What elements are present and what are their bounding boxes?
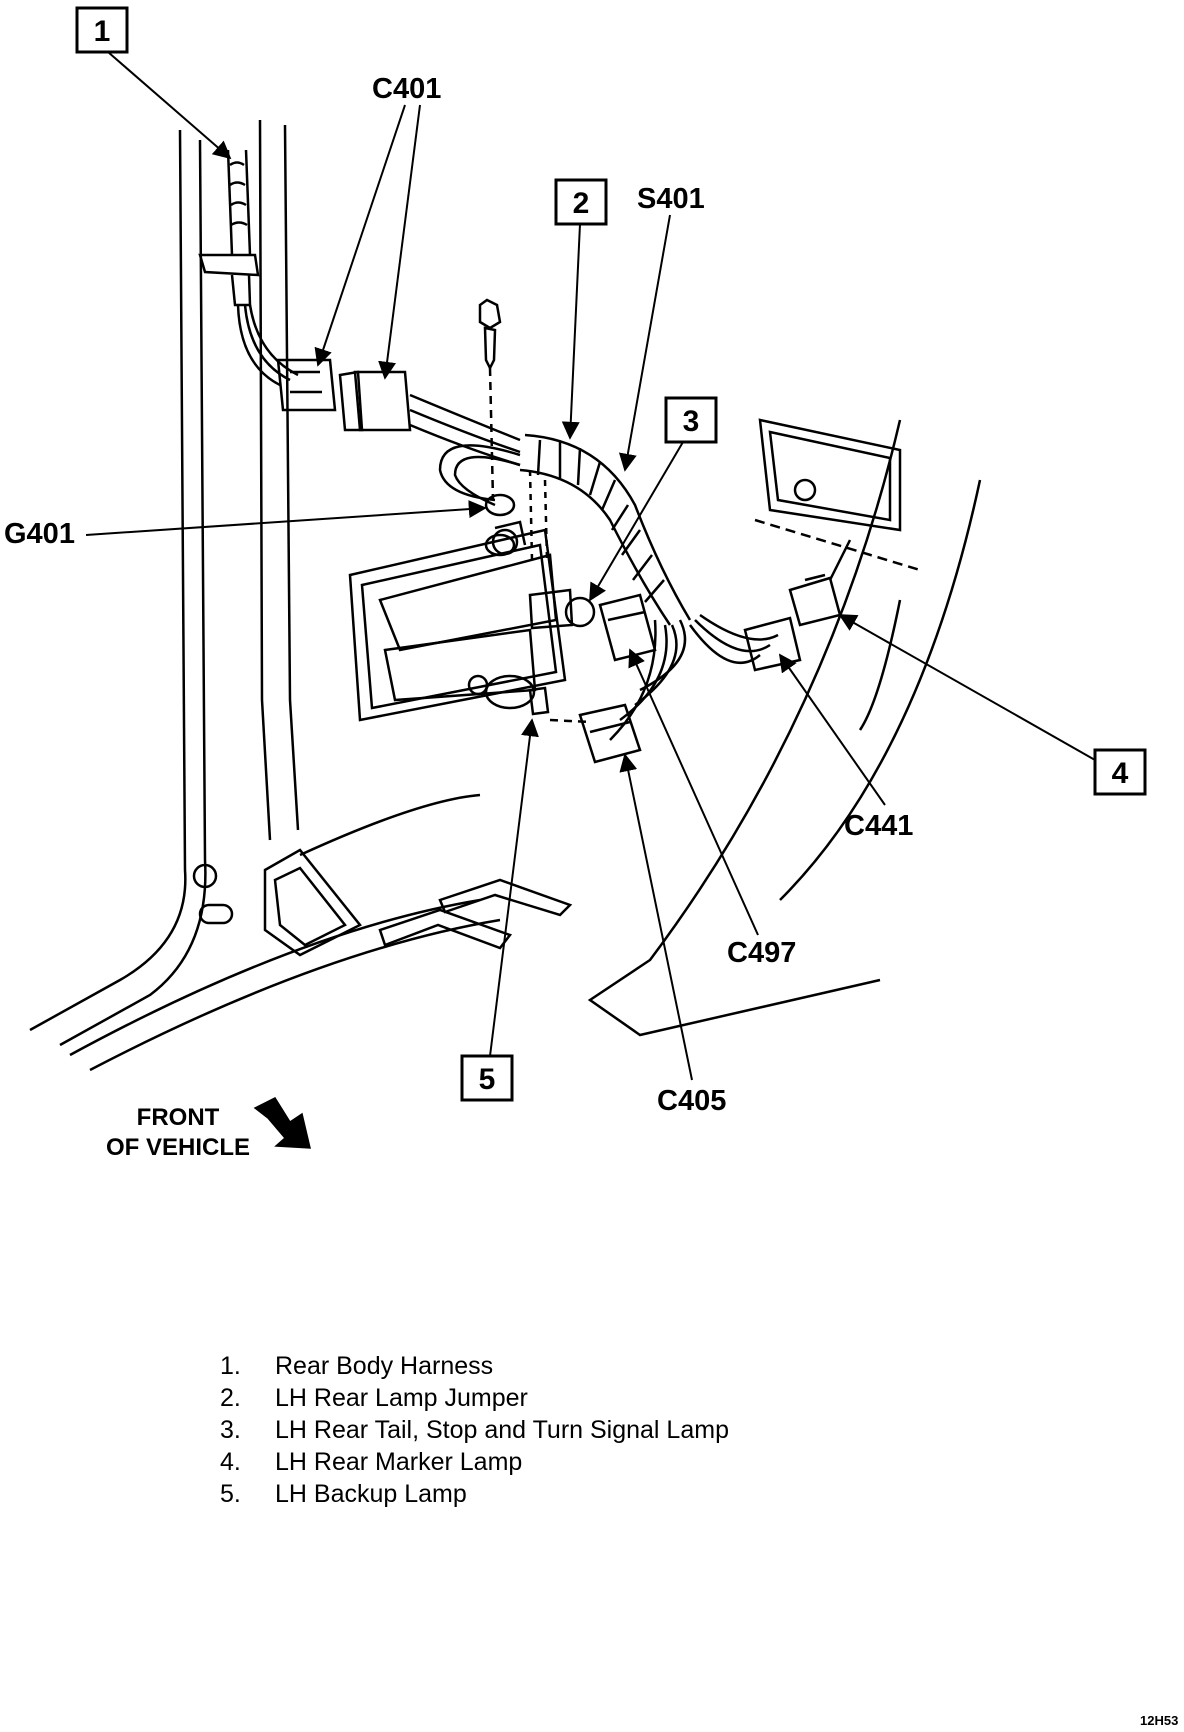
label-g401: G401 — [4, 518, 75, 550]
label-c441: C441 — [844, 810, 913, 842]
svg-text:4: 4 — [1112, 757, 1129, 790]
leader-lines — [85, 51, 1096, 1081]
vehicle-body — [29, 119, 982, 1072]
callout-4: 4 — [1093, 748, 1147, 796]
front-arrow-icon — [253, 1097, 311, 1149]
lamp-sockets — [484, 573, 842, 764]
legend-item: 2.LH Rear Lamp Jumper — [220, 1384, 528, 1412]
legend-item: 5.LH Backup Lamp — [220, 1480, 467, 1508]
legend-item: 3.LH Rear Tail, Stop and Turn Signal Lam… — [220, 1416, 729, 1444]
svg-text:OF VEHICLE: OF VEHICLE — [106, 1134, 250, 1161]
label-c401: C401 — [372, 73, 441, 105]
svg-text:3: 3 — [683, 405, 700, 438]
label-c405: C405 — [657, 1085, 726, 1117]
label-c497: C497 — [727, 937, 796, 969]
ground-bolt — [478, 298, 549, 561]
legend-item: 4.LH Rear Marker Lamp — [220, 1448, 523, 1476]
callout-1: 1 — [75, 6, 129, 54]
callout-3: 3 — [664, 396, 718, 444]
svg-text:1: 1 — [94, 15, 111, 48]
front-of-vehicle-indicator: FRONT OF VEHICLE — [106, 1097, 311, 1161]
svg-text:5: 5 — [479, 1063, 496, 1096]
lamp-jumper-harness — [438, 433, 779, 741]
figure-code: 12H53 — [1140, 1713, 1178, 1728]
legend-item: 1.Rear Body Harness — [220, 1352, 494, 1380]
svg-text:2: 2 — [573, 187, 590, 220]
label-s401: S401 — [637, 183, 705, 215]
callout-2: 2 — [554, 178, 608, 226]
svg-text:FRONT: FRONT — [137, 1104, 220, 1131]
callout-5: 5 — [460, 1054, 514, 1102]
rear-body-harness — [198, 149, 521, 467]
legend: 1.Rear Body Harness 2.LH Rear Lamp Jumpe… — [220, 1350, 729, 1510]
